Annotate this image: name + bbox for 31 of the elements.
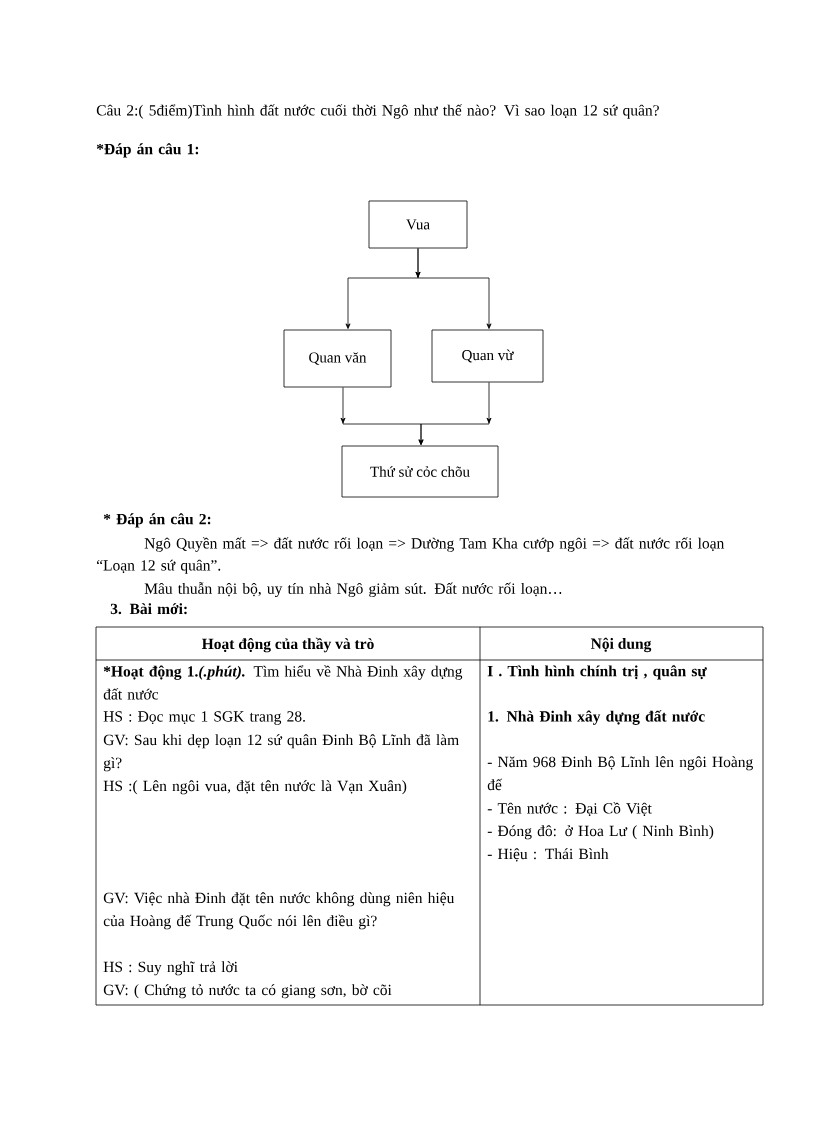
table-text: - Đóng đô: ở Hoa Lư ( Ninh Bình): [487, 825, 714, 840]
table-text: GV: Sau khi dẹp loạn 12 sứ quân Đinh Bộ Lĩnh đã làm gì?: [103, 734, 459, 772]
heading: * Đáp án câu 2:: [103, 513, 211, 528]
table-text: GV: Việc nhà Đinh đặt tên nước không dùng niên hiệu của Hoàng đế Trung Quốc nói lên điều gì?: [103, 892, 455, 930]
column-header: Hoạt động của thầy và trò: [201, 637, 374, 653]
table-text: HS : Đọc mục 1 SGK trang 28.: [103, 711, 305, 725]
table-text: *Hoạt động 1.(.phút). Tìm hiểu về Nhà Đinh xây dựng đất nước: [103, 665, 463, 700]
label: *Hoạt động 1.: [103, 665, 198, 680]
process-box: Quan vừ: [431, 329, 544, 383]
arrow: [415, 248, 492, 329]
paragraph: Ngô Quyền mất => đất nước rối loạn => Dường Tam Kha cướp ngôi => đất nước rối loạn “Loạn 12 sứ quân”.: [96, 537, 725, 574]
paragraph: Mâu thuẫn nội bộ, uy tín nhà Ngô giảm sút. Đất nước rối loạn…: [144, 582, 562, 598]
heading: *Đáp án câu 1:: [96, 143, 199, 158]
paragraph: Câu 2:( 5điểm)Tình hình đất nước cuối thời Ngô như thế nào? Vì sao loạn 12 sứ quân?: [96, 104, 659, 119]
table-text: HS : Suy nghĩ trả lời: [103, 961, 238, 976]
process-box: Thứ sử cỏc chõu: [341, 445, 499, 498]
table-text: HS :( Lên ngôi vua, đặt tên nước là Vạn Xuân): [103, 780, 407, 795]
label: (.phút).: [199, 665, 245, 680]
table-text: - Năm 968 Đinh Bộ Lĩnh lên ngôi Hoàng đế: [487, 756, 753, 791]
column-header: Nội dung: [590, 637, 652, 653]
heading: I . Tình hình chính trị , quân sự: [487, 665, 707, 680]
table-text: GV: ( Chứng tỏ nước ta có giang sơn, bờ cõi: [103, 984, 392, 999]
process-box: Vua: [368, 200, 468, 249]
label: đất nước: [103, 688, 159, 700]
heading: 3. Bài mới:: [110, 603, 187, 615]
label: Tìm hiểu về Nhà Đinh xây dựng: [253, 665, 463, 680]
arrow: [418, 382, 492, 445]
heading: 1. Nhà Đinh xây dựng đất nước: [488, 710, 705, 725]
table-text: - Tên nước : Đại Cồ Việt: [487, 802, 652, 816]
process-box: Quan văn: [283, 329, 392, 388]
table-text: - Hiệu : Thái Bình: [487, 848, 609, 862]
